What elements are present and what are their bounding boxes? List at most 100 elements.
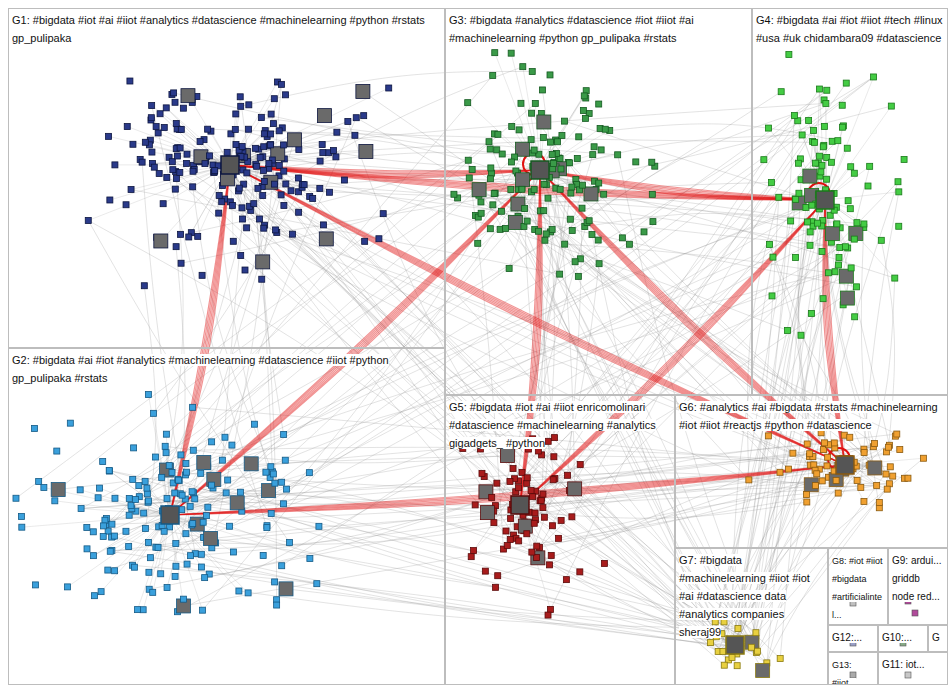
strong-edge (230, 165, 825, 200)
vertex (568, 482, 582, 496)
vertex (223, 490, 229, 496)
vertex (272, 579, 278, 585)
vertex (572, 259, 578, 265)
edge-line (166, 103, 535, 434)
edge-line (240, 97, 276, 605)
vertex (547, 562, 553, 568)
vertex (547, 72, 553, 78)
vertex (796, 190, 802, 196)
vertex (310, 195, 316, 201)
strong-edge (520, 200, 825, 505)
vertex (173, 541, 179, 547)
edge-line (170, 515, 248, 593)
vertex (227, 523, 233, 529)
vertex (852, 314, 858, 320)
edge-line (148, 395, 170, 515)
edge-line (153, 140, 556, 163)
vertex (579, 182, 585, 188)
vertex (487, 226, 493, 232)
vertex (471, 548, 477, 554)
edge-line (174, 93, 503, 154)
vertex (175, 476, 181, 482)
strong-edge (540, 170, 825, 200)
edge-line (109, 136, 230, 165)
edge-line (540, 91, 586, 170)
vertex (890, 473, 896, 479)
vertex (806, 117, 812, 123)
vertex (90, 529, 96, 535)
vertex (197, 455, 211, 469)
vertex (808, 310, 814, 316)
vertex (179, 492, 185, 498)
vertex (528, 488, 534, 494)
vertex (824, 463, 830, 469)
vertex (242, 267, 248, 273)
group-panel: G9: ardui... griddb node red... (888, 548, 948, 625)
vertex (376, 236, 382, 242)
vertex (769, 293, 775, 299)
vertex (487, 146, 493, 152)
vertex (78, 506, 84, 512)
inter-edges (16, 67, 923, 671)
edge-line (93, 77, 873, 556)
vertex (84, 525, 90, 531)
vertex (790, 450, 796, 456)
vertex (149, 149, 155, 155)
edge-line (559, 489, 888, 538)
vertex (735, 625, 741, 631)
vertex (273, 227, 279, 233)
vertex (166, 463, 172, 469)
vertex (362, 238, 368, 244)
edge-line (825, 200, 895, 278)
vertex (569, 227, 575, 233)
edge-line (722, 436, 895, 634)
vertex (545, 195, 551, 201)
vertex (825, 270, 831, 276)
vertex (824, 176, 830, 182)
vertex (163, 431, 169, 437)
vertex (207, 153, 213, 159)
vertex (568, 190, 574, 196)
vertex (503, 528, 509, 534)
vertex (128, 186, 134, 192)
vertex (36, 479, 42, 485)
vertex (276, 128, 282, 134)
vertex (173, 176, 179, 182)
vertex (184, 151, 190, 157)
vertex (835, 138, 841, 144)
vertex (896, 189, 902, 195)
vertex (155, 130, 161, 136)
vertex (317, 109, 331, 123)
strong-edge (520, 170, 540, 505)
vertex (283, 92, 289, 98)
vertex (13, 495, 19, 501)
vertex (90, 553, 96, 559)
vertex (178, 126, 184, 132)
vertex (230, 238, 236, 244)
vertex (244, 457, 258, 471)
vertex (98, 589, 104, 595)
vertex (602, 126, 608, 132)
vertex (263, 469, 269, 475)
vertex (451, 191, 457, 197)
vertex (180, 596, 186, 602)
vertex (258, 115, 264, 121)
vertex (895, 179, 901, 185)
vertex (520, 64, 526, 70)
vertex (479, 470, 485, 476)
vertex (519, 186, 525, 192)
vertex (649, 191, 655, 197)
vertex (144, 485, 150, 491)
vertex (582, 115, 588, 121)
edge-line (479, 195, 810, 232)
vertex (147, 555, 153, 561)
vertex (595, 237, 601, 243)
group-label: G8: #iot #iiot #bigdata #artificialintel… (832, 556, 884, 625)
group-panel: G6: #analytics #ai #bigdata #rstats #mac… (675, 395, 948, 548)
vertex (177, 145, 183, 151)
vertex (202, 161, 208, 167)
vertex (847, 434, 853, 440)
vertex (615, 152, 621, 158)
vertex (549, 523, 555, 529)
vertex (100, 459, 106, 465)
